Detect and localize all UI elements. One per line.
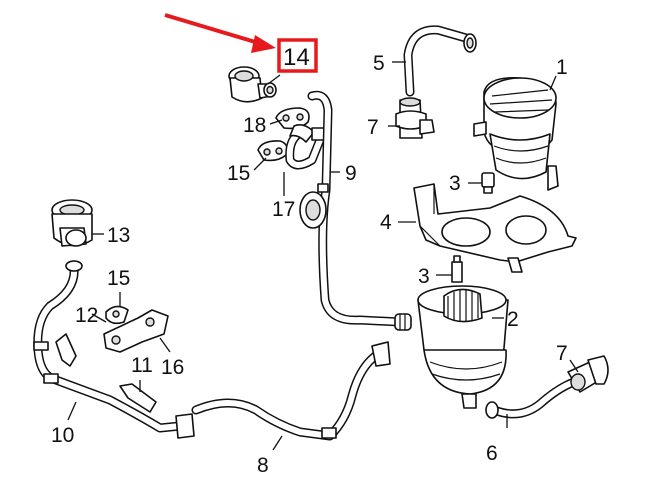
callout-10[interactable]: 10 [51,424,74,447]
callout-13[interactable]: 13 [107,224,130,247]
part-8-hose[interactable] [191,341,391,441]
callout-4[interactable]: 4 [380,211,392,234]
part-16-bracket[interactable] [103,309,169,353]
part-13-valve[interactable] [51,199,93,247]
part-3-fitting-lower[interactable] [451,255,463,283]
callout-3-lower[interactable]: 3 [418,265,430,288]
callout-15-lower[interactable]: 15 [107,267,130,290]
part-17-pipe[interactable] [285,124,327,170]
part-15-gasket-upper[interactable] [257,140,288,162]
part-3-fitting-upper[interactable] [481,172,495,194]
part-4-bracket[interactable] [413,183,577,273]
part-15-gasket-lower[interactable] [105,305,129,325]
part-2-air-pump[interactable] [417,285,509,409]
callout-15-upper[interactable]: 15 [227,162,250,185]
part-7-connector-upper[interactable] [395,97,435,139]
callout-14[interactable]: 14 [283,44,310,71]
callout-2[interactable]: 2 [507,308,519,331]
callout-11[interactable]: 11 [131,354,153,377]
part-12-clip[interactable] [55,333,77,367]
callout-7-lower[interactable]: 7 [556,342,568,365]
callout-6[interactable]: 6 [486,442,498,465]
part-14-check-valve[interactable] [228,66,277,103]
callout-16[interactable]: 16 [161,356,184,379]
callout-17[interactable]: 17 [272,198,295,221]
callout-12[interactable]: 12 [75,304,98,327]
highlight-arrow [164,13,276,53]
callout-1[interactable]: 1 [556,56,568,79]
callout-3-upper[interactable]: 3 [449,172,461,195]
part-5-hose[interactable] [403,25,477,97]
callout-8[interactable]: 8 [257,454,269,477]
part-1-pump[interactable] [473,76,559,191]
part-10-hose[interactable] [33,260,195,439]
callout-9[interactable]: 9 [345,162,357,185]
callout-7-upper[interactable]: 7 [367,116,379,139]
leader-lines [67,61,579,451]
part-9-hose[interactable] [299,90,412,331]
part-7-connector-lower[interactable] [567,355,609,393]
highlight-box[interactable] [277,38,318,73]
part-6-hose[interactable] [485,377,579,419]
callout-5[interactable]: 5 [373,52,385,75]
part-11-bracket[interactable] [119,383,157,413]
callout-18[interactable]: 18 [243,114,266,137]
